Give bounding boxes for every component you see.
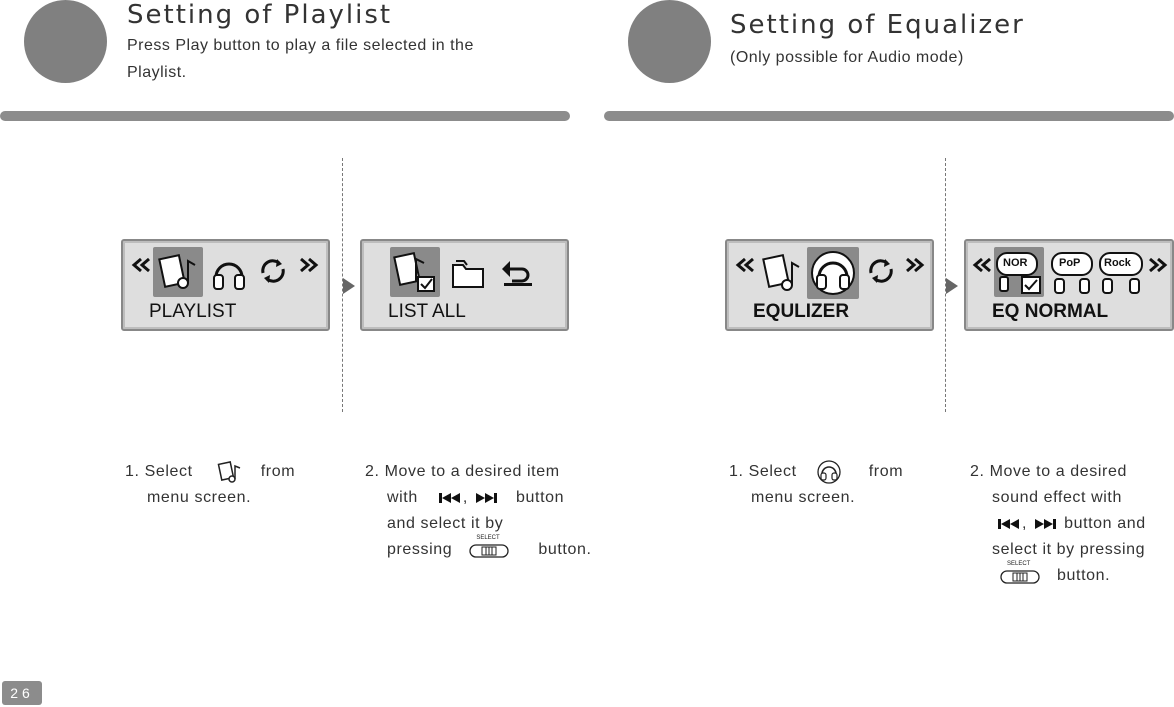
step-text: button. [538,541,592,558]
folder-icon [452,260,484,288]
chevron-double-left-icon [735,257,754,273]
page-number: 26 [2,681,42,705]
step-text: , [1022,515,1028,532]
next-arrow-icon [946,278,958,294]
step-1-equalizer: 1. Select from menu screen. [729,459,903,511]
lcd-screen-playlist: PLAYLIST [121,239,330,331]
step-2-equalizer: 2. Move to a desired sound effect with ,… [970,459,1146,589]
selected-highlight [153,247,203,297]
dashed-separator [945,158,946,412]
step-text: sound effect with [992,489,1122,506]
lcd-label: EQ NORMAL [992,301,1109,322]
selected-highlight: NOR [994,247,1044,297]
eq-normal-icon [996,252,1041,294]
step-text: button and [1064,515,1146,532]
select-label: SELECT [1007,560,1031,567]
chevron-double-right-icon [1149,257,1168,273]
step-text: with [387,489,418,506]
step-text: from [868,463,904,481]
playlist-note-icon [217,461,240,483]
subtitle-playlist: Press Play button to play a file selecte… [127,32,474,86]
chevron-double-right-icon [906,257,925,273]
headphone-icon [817,460,841,484]
chevron-double-left-icon [131,257,150,273]
dashed-separator [342,158,343,412]
step-text: menu screen. [751,489,856,507]
repeat-icon [261,259,285,283]
subtitle-equalizer: (Only possible for Audio mode) [730,49,964,66]
playlist-note-icon [158,254,196,289]
select-button-icon: SELECT [1000,561,1040,587]
step-1-playlist: 1. Select from menu screen. [125,459,295,511]
headphone-icon [811,251,855,295]
page-title-playlist: Setting of Playlist [127,0,393,30]
prev-track-icon [438,492,460,503]
chevron-double-left-icon [972,257,991,273]
step-text: 2. Move to a desired item [365,463,560,480]
eq-icon-text: Rock [1104,257,1131,269]
eq-icon-text: NOR [1003,257,1028,269]
chevron-double-right-icon [300,257,319,273]
lcd-label: LIST ALL [388,301,466,322]
step-2-playlist: 2. Move to a desired item with , button … [365,459,592,563]
header-circle-right [628,0,711,83]
selected-highlight [390,247,440,297]
lcd-screen-equalizer: EQULIZER [725,239,934,331]
next-track-icon [1035,518,1057,529]
step-text: 1. Select [729,463,797,481]
return-icon [502,261,532,286]
selected-highlight [807,247,859,299]
lcd-label: PLAYLIST [149,301,237,322]
step-text: button [516,489,565,506]
select-label: SELECT [476,534,500,541]
step-text: pressing [387,541,453,558]
subtitle-line: Playlist. [127,64,187,81]
step-text: and select it by [387,515,504,532]
select-button-icon: SELECT [469,535,509,561]
divider-bar-left [0,111,570,121]
prev-track-icon [998,518,1019,529]
eq-icon-text: PoP [1059,257,1081,269]
list-all-check-icon [393,252,435,292]
subtitle-line: Press Play button to play a file selecte… [127,37,474,54]
headphone-icon [213,262,245,290]
step-text: 2. Move to a desired [970,463,1127,480]
lcd-screen-eq-normal: NOR PoP Rock EQ NORMAL [964,239,1174,331]
step-text: , [462,489,468,506]
step-text: 1. Select [125,463,193,481]
page-title-equalizer: Setting of Equalizer [730,10,1025,40]
step-text: button. [1057,567,1111,584]
step-text: select it by pressing [992,541,1146,558]
divider-bar-right [604,111,1174,121]
next-track-icon [476,492,497,503]
lcd-label: EQULIZER [753,301,850,322]
step-text: from [260,463,296,481]
repeat-icon [869,259,893,283]
step-text: menu screen. [147,489,252,507]
eq-rock-icon: Rock [1098,249,1144,297]
next-arrow-icon [343,278,355,294]
header-circle-left [24,0,107,83]
lcd-screen-list-all: LIST ALL [360,239,569,331]
playlist-note-icon [762,254,800,291]
eq-pop-icon: PoP [1050,249,1094,297]
